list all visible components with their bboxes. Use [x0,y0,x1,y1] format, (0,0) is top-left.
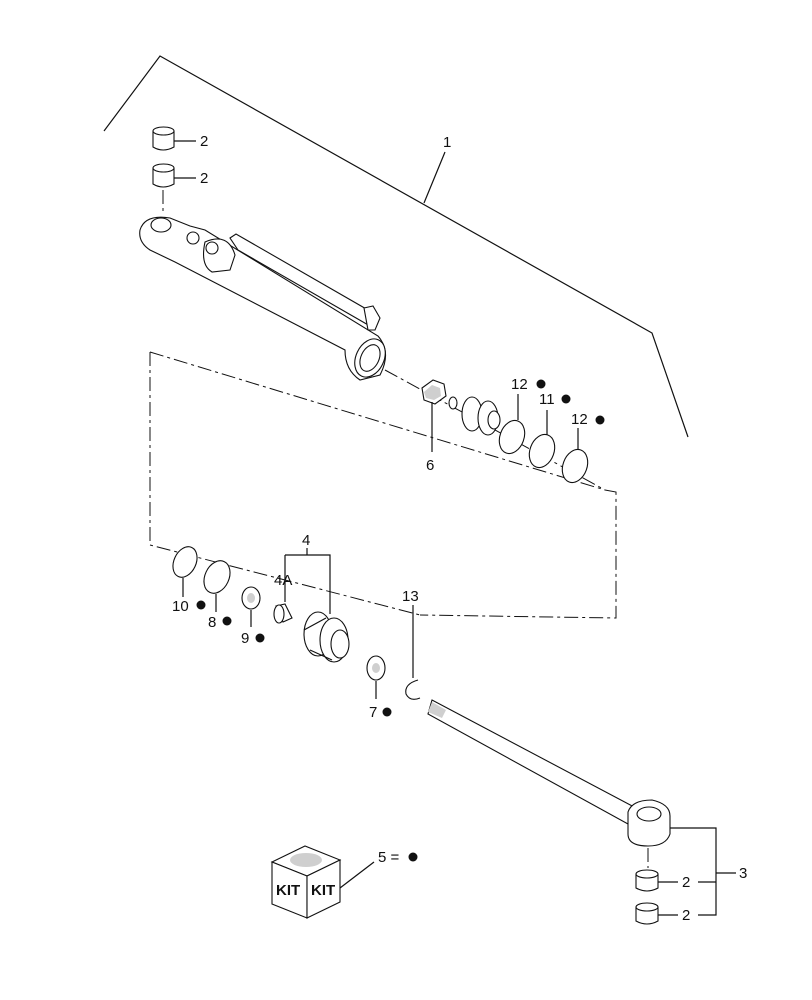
callout-2c: 2 [682,874,690,891]
callout-1: 1 [443,134,451,151]
kit-dot-10 [196,600,206,610]
kit-dot-12b [595,415,605,425]
kit-dot-12a [536,379,546,389]
kit-dot-11 [561,394,571,404]
seal-9 [241,586,261,610]
nut [421,379,447,405]
callout-2a: 2 [200,133,208,150]
cylinder-barrel [139,216,387,381]
centerline-upper [149,351,606,491]
gland-4 [303,611,350,663]
callout-4a: 4A [274,572,292,589]
bracket-3 [670,827,717,916]
callout-13: 13 [402,588,419,605]
callout-6: 6 [426,457,434,474]
centerline-loop-return [419,489,617,619]
bushing-top-2 [152,163,175,188]
callout-12a: 12 [511,376,528,393]
callout-5: 5 = [378,849,400,866]
callout-3: 3 [739,865,747,882]
kit-label-left: KIT [276,882,300,899]
ring-8 [203,560,231,594]
piston [461,396,501,436]
callout-9: 9 [241,630,249,647]
leader-5 [339,861,375,889]
callout-2b: 2 [200,170,208,187]
callout-11: 11 [539,391,555,408]
callout-4: 4 [302,532,310,549]
callout-2d: 2 [682,907,690,924]
ring-11 [528,433,556,469]
callout-7: 7 [369,704,377,721]
bushing-bottom-1 [635,869,659,892]
callout-8: 8 [208,614,216,631]
bushing-4a [273,603,293,624]
callout-10: 10 [172,598,189,615]
small-o-ring [448,396,458,410]
callout-12b: 12 [571,411,588,428]
piston-rod [427,699,671,847]
ring-12b [561,448,589,484]
kit-dot-5 [408,852,418,862]
bushing-top-1 [152,126,175,151]
kit-box: KIT KIT [270,845,342,919]
bracket-4 [285,554,331,614]
assembly-bracket-line [103,55,689,438]
leader-1 [423,151,446,204]
kit-label-right: KIT [311,882,335,899]
ring-10 [172,546,198,578]
kit-dot-8 [222,616,232,626]
kit-dot-7 [382,707,392,717]
seal-7 [366,655,386,681]
snap-ring-13 [405,679,421,700]
bushing-bottom-2 [635,902,659,925]
kit-dot-9 [255,633,265,643]
ring-12a [498,419,526,455]
